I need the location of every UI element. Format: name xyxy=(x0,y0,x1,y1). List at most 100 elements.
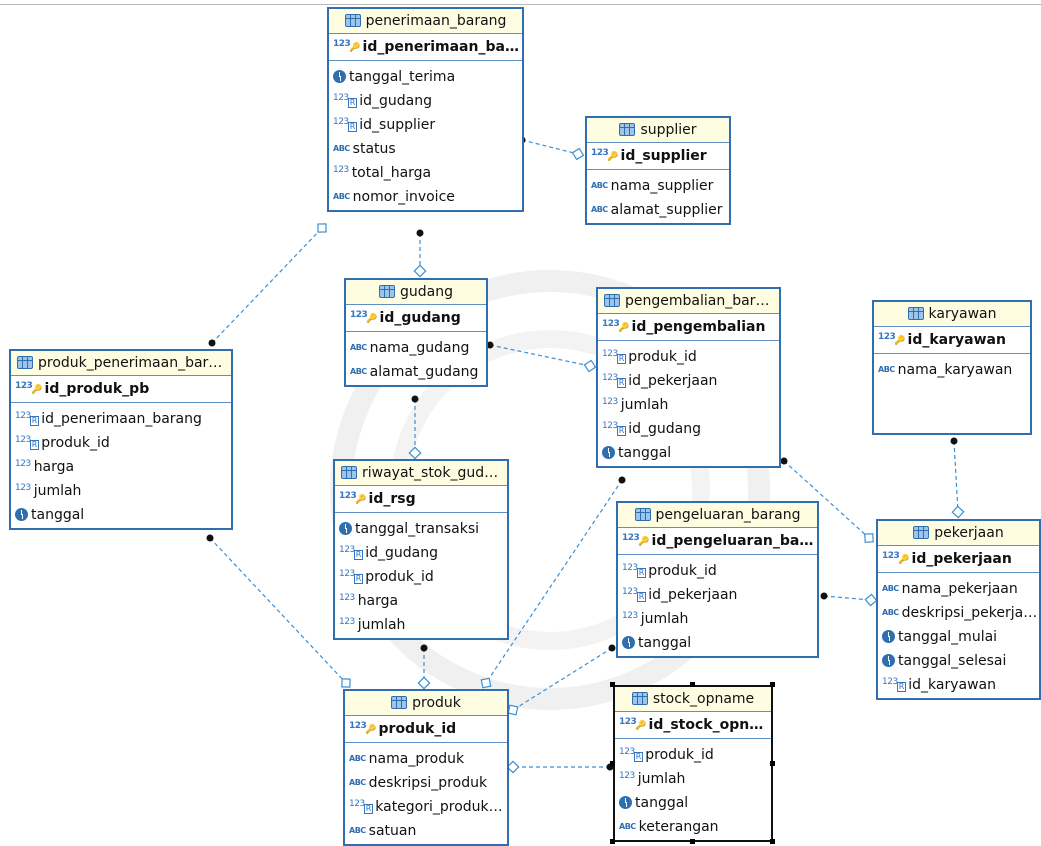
selection-handle[interactable] xyxy=(770,682,775,687)
relationship-link-produk-penerimaan-barang-to-produk[interactable] xyxy=(209,537,347,684)
column-row[interactable]: tanggal_terima xyxy=(329,65,522,89)
link-many-end-marker xyxy=(420,644,428,652)
column-row[interactable]: tanggal xyxy=(11,503,231,527)
primary-key-column[interactable]: 123🔑id_stock_opname xyxy=(615,712,771,739)
primary-key-column[interactable]: 123🔑id_penerimaan_bara... xyxy=(329,34,522,61)
selection-handle[interactable] xyxy=(690,682,695,687)
table-header[interactable]: pekerjaan xyxy=(878,521,1039,546)
selection-handle[interactable] xyxy=(610,839,615,844)
primary-key-column[interactable]: 123🔑id_rsg xyxy=(335,486,507,513)
column-row[interactable]: tanggal xyxy=(618,631,817,655)
relationship-link-pengembalian-barang-to-produk[interactable] xyxy=(485,479,623,684)
column-row[interactable]: tanggal_selesai xyxy=(878,649,1039,673)
table-header[interactable]: pengeluaran_barang xyxy=(618,503,817,528)
selection-handle[interactable] xyxy=(610,682,615,687)
relationship-link-pengembalian-barang-to-gudang[interactable] xyxy=(489,344,591,367)
table-header[interactable]: stock_opname xyxy=(615,687,771,712)
table-name: riwayat_stok_gudang xyxy=(362,465,507,481)
table-header[interactable]: karyawan xyxy=(874,302,1030,327)
column-row[interactable]: tanggal_transaksi xyxy=(335,517,507,541)
table-riwayat-stok-gudang[interactable]: riwayat_stok_gudang 123🔑id_rsg tanggal_tra… xyxy=(333,459,509,640)
relationship-link-produk-penerimaan-barang-to-penerimaan-barang[interactable] xyxy=(211,227,323,344)
primary-key-column[interactable]: 123🔑id_supplier xyxy=(587,143,729,170)
relationship-link-pekerjaan-to-karyawan[interactable] xyxy=(953,440,959,513)
column-row[interactable]: tanggal xyxy=(615,791,771,815)
link-many-end-marker xyxy=(208,339,216,347)
table-header[interactable]: produk xyxy=(345,691,507,716)
primary-key-column[interactable]: 123🔑id_produk_pb xyxy=(11,376,231,403)
table-header[interactable]: gudang xyxy=(346,280,486,305)
relationship-link-penerimaan-barang-to-supplier[interactable] xyxy=(521,139,579,155)
column-row[interactable]: tanggal xyxy=(598,441,779,465)
relationship-link-pengembalian-barang-to-pekerjaan[interactable] xyxy=(783,460,870,539)
date-type-icon xyxy=(882,629,895,643)
table-header[interactable]: penerimaan_barang xyxy=(329,9,522,34)
selection-handle[interactable] xyxy=(770,839,775,844)
relationship-link-pengeluaran-barang-to-produk[interactable] xyxy=(512,647,613,711)
primary-key-column[interactable]: 123🔑id_karyawan xyxy=(874,327,1030,354)
primary-key-column[interactable]: 123🔑id_pekerjaan xyxy=(878,546,1039,573)
table-header[interactable]: riwayat_stok_gudang xyxy=(335,461,507,486)
number-type-icon: 123 xyxy=(878,332,896,342)
column-name: id_gudang xyxy=(359,93,433,109)
table-header[interactable]: produk_penerimaan_barang xyxy=(11,351,231,376)
primary-key-column[interactable]: 123🔑id_gudang xyxy=(346,305,486,332)
column-row[interactable]: tanggal_mulai xyxy=(878,625,1039,649)
selection-handle[interactable] xyxy=(610,760,615,766)
table-header[interactable]: supplier xyxy=(587,118,729,143)
selection-handle[interactable] xyxy=(770,760,775,766)
primary-key-column[interactable]: 123🔑id_pengeluaran_barang xyxy=(618,528,817,555)
relationship-link-pengeluaran-barang-to-pekerjaan[interactable] xyxy=(823,595,872,601)
table-pengembalian-barang[interactable]: pengembalian_bara...123🔑id_pengembalian 1… xyxy=(596,287,781,468)
primary-key-column[interactable]: 123🔑id_pengembalian xyxy=(598,314,779,341)
primary-key-column[interactable]: 123🔑produk_id xyxy=(345,716,507,743)
selection-handle[interactable] xyxy=(690,839,695,844)
table-header[interactable]: pengembalian_bara... xyxy=(598,289,779,314)
